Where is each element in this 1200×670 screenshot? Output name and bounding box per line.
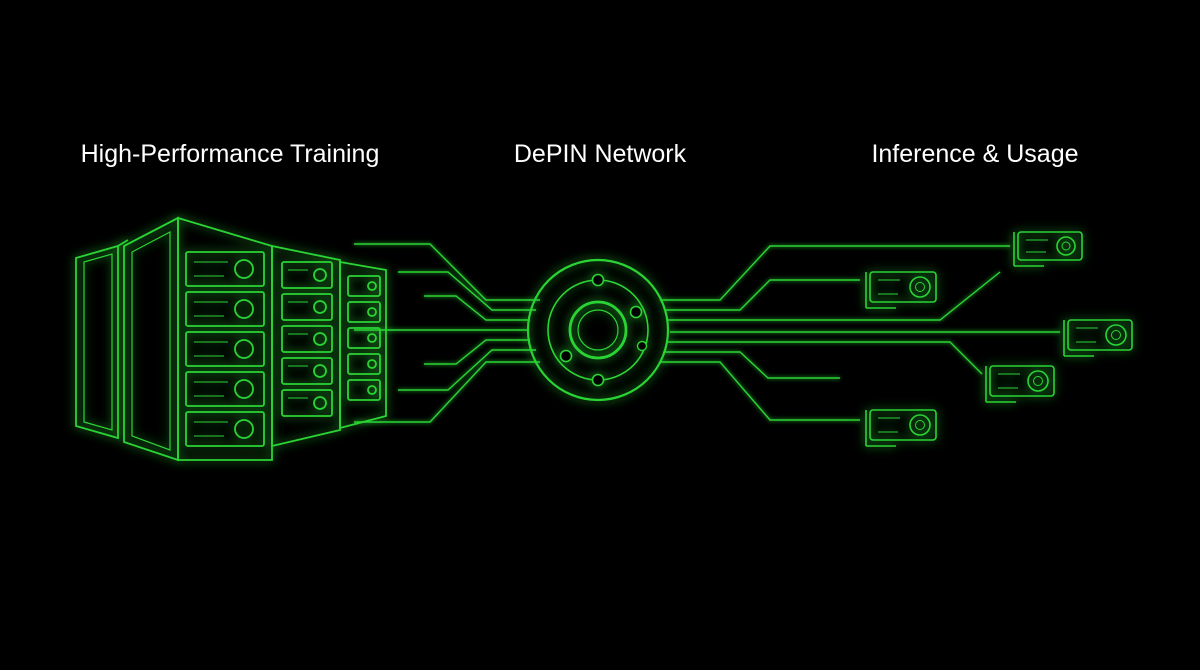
inference-usage-label: Inference & Usage	[871, 140, 1079, 168]
server-rack-main	[123, 216, 273, 462]
left-connection-lines	[354, 243, 540, 423]
server-rack-right	[339, 260, 387, 430]
server-rack-icon	[75, 216, 387, 462]
gpu-card-1	[1013, 231, 1083, 267]
server-rack-middle	[271, 244, 341, 448]
right-connection-lines	[660, 245, 1060, 421]
network-hub-icon	[526, 258, 670, 402]
gpu-card-5	[865, 409, 937, 447]
gpu-card-3	[1063, 319, 1133, 357]
training-label: High-Performance Training	[80, 140, 380, 168]
gpu-card-4	[985, 365, 1055, 403]
depin-network-label: DePIN Network	[513, 140, 687, 168]
gpu-card-icon	[865, 231, 1133, 447]
gpu-card-2	[865, 271, 937, 309]
server-rack-left	[75, 239, 129, 440]
